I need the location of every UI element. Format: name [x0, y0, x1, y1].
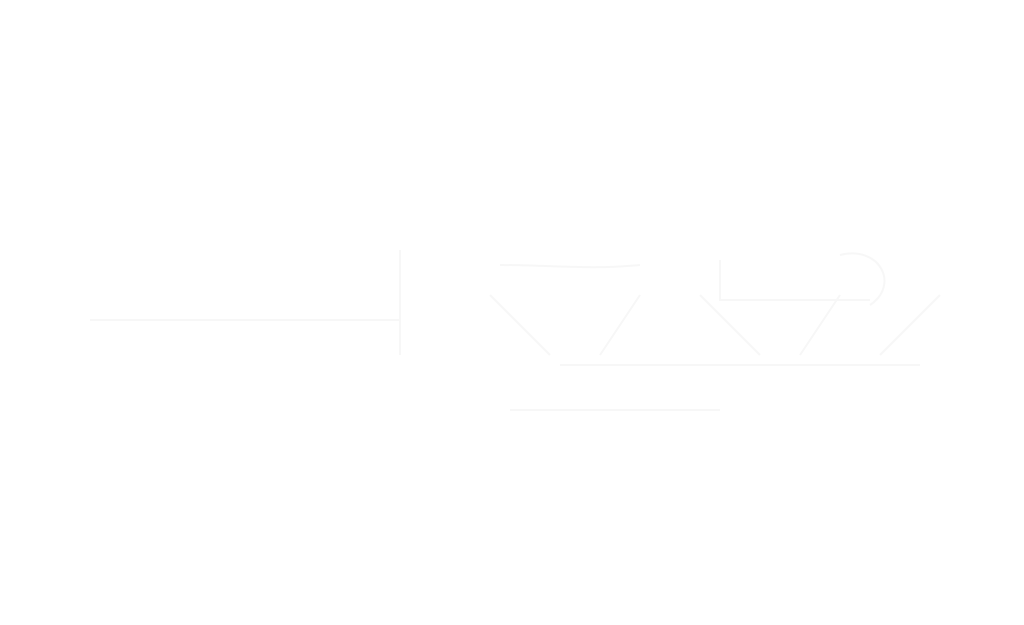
faint-logo-watermark-icon: [80, 225, 1020, 425]
